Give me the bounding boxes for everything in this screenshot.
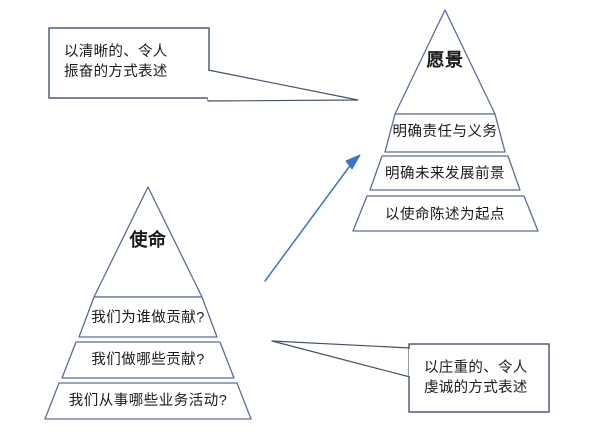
callout-vision-pointer <box>207 69 359 102</box>
callout-mission[interactable] <box>271 340 550 413</box>
pyramid-mission-band-2 <box>61 341 235 379</box>
callout-vision-line-2: 振奋的方式表述 <box>64 63 168 80</box>
pyramid-vision[interactable] <box>352 9 539 232</box>
callout-mission-line-1: 以庄重的、令人 <box>424 360 528 376</box>
pyramid-mission-band-1 <box>78 296 218 338</box>
callout-mission-box <box>408 343 550 413</box>
callout-vision-text: 以清晰的、令人 振奋的方式表述 <box>64 43 204 82</box>
pyramid-vision-band-1 <box>384 113 506 153</box>
callout-vision-line-1: 以清晰的、令人 <box>64 44 168 60</box>
callout-mission-text: 以庄重的、令人 虔诚的方式表述 <box>424 359 554 398</box>
callout-vision[interactable] <box>48 27 359 102</box>
pyramid-mission-band-3 <box>44 382 252 420</box>
pyramid-mission[interactable] <box>44 186 252 420</box>
callout-mission-pointer <box>271 340 411 378</box>
pyramid-mission-cap <box>93 186 203 298</box>
pyramid-vision-cap <box>394 9 496 115</box>
mission-to-vision-arrow <box>264 154 361 282</box>
callout-vision-box <box>48 27 210 99</box>
pyramid-vision-band-2 <box>369 155 521 191</box>
pyramid-vision-band-3 <box>352 195 539 232</box>
arrowhead-icon <box>345 154 361 170</box>
callout-mission-line-2: 虔诚的方式表述 <box>424 379 528 396</box>
